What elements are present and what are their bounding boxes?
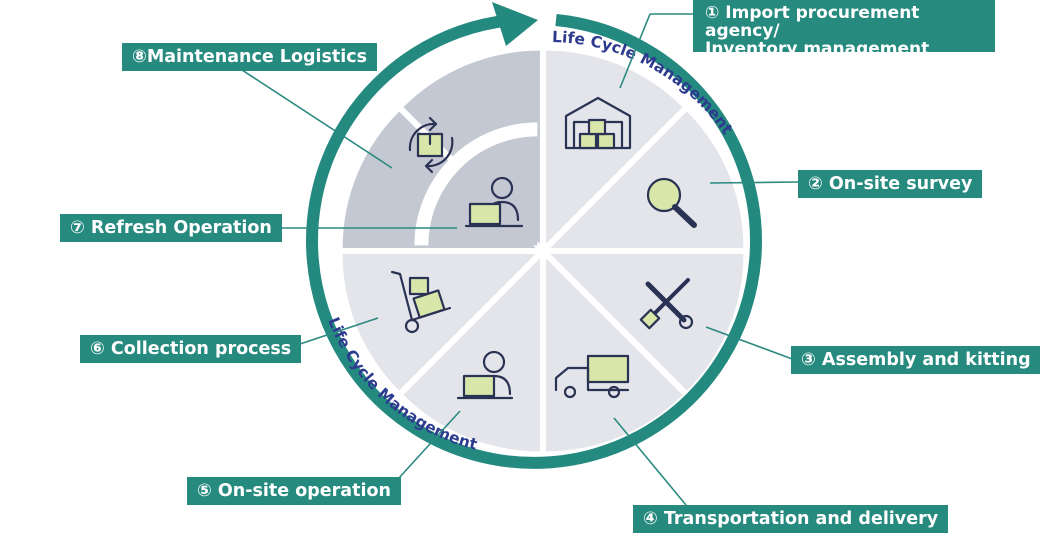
segment-6 bbox=[342, 254, 536, 391]
segment-4 bbox=[546, 258, 683, 452]
leader-line-8 bbox=[241, 69, 393, 169]
step-label-6: ⑥ Collection process bbox=[80, 335, 302, 363]
step-label-5: ⑤ On-site operation bbox=[187, 477, 401, 505]
step-label-8: ⑧Maintenance Logistics bbox=[122, 43, 378, 71]
step-label-1: ① Import procurement agency/ Inventory m… bbox=[693, 0, 995, 58]
segment-5 bbox=[403, 258, 540, 452]
inner-band bbox=[414, 122, 538, 246]
ring-arrow-head bbox=[492, 2, 538, 46]
leader-line-3 bbox=[705, 326, 796, 361]
step-label-7: ⑦ Refresh Operation bbox=[60, 214, 282, 242]
recycle-box-icon bbox=[408, 116, 454, 174]
leader-line-5 bbox=[387, 410, 461, 491]
segment-2 bbox=[550, 111, 744, 248]
truck-icon bbox=[554, 354, 630, 399]
outer-ring bbox=[306, 14, 762, 469]
segments-group bbox=[342, 50, 744, 452]
step-label-3: ③ Assembly and kitting bbox=[791, 346, 1040, 374]
step-label-4: ④ Transportation and delivery bbox=[633, 505, 949, 533]
tools-icon bbox=[639, 278, 694, 330]
leader-line-1 bbox=[619, 13, 651, 89]
operator-laptop-icon-center bbox=[464, 176, 524, 228]
step-label-2: ② On-site survey bbox=[798, 170, 983, 198]
magnifier-icon bbox=[646, 177, 697, 228]
warehouse-icon bbox=[564, 96, 632, 150]
leader-line-4 bbox=[613, 417, 687, 506]
hand-truck-icon bbox=[390, 270, 452, 334]
operator-laptop-icon bbox=[456, 350, 514, 400]
leader-line-2 bbox=[709, 181, 799, 184]
segment-refresh-inner bbox=[427, 135, 538, 246]
